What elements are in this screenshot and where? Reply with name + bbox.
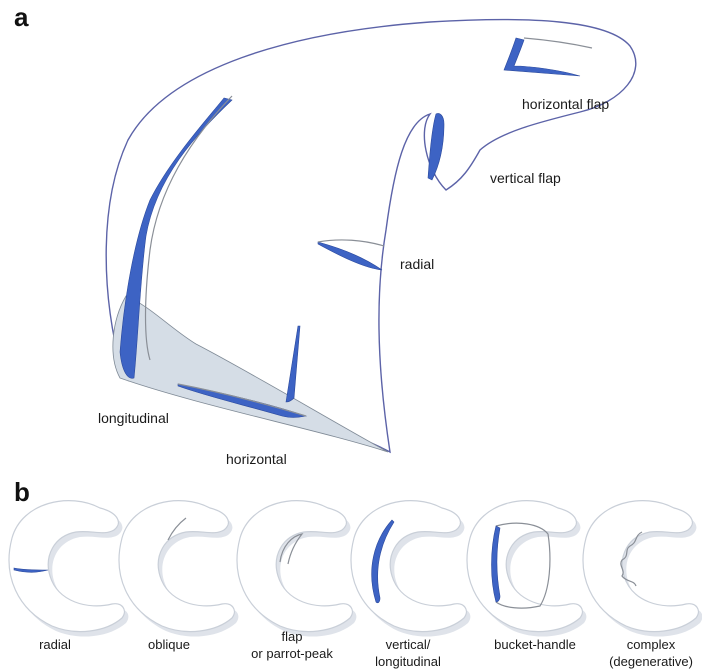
label-b-complex: complex (627, 637, 676, 652)
crescent-radial (9, 501, 128, 637)
label-vertical-flap: vertical flap (490, 170, 561, 186)
label-horizontal-flap: horizontal flap (522, 96, 609, 112)
label-b-radial: radial (39, 637, 71, 652)
label-horizontal: horizontal (226, 451, 287, 467)
label-b-bucket-handle: bucket-handle (494, 637, 576, 652)
label-b-oblique: oblique (148, 637, 190, 652)
label-b-flap-line2: or parrot-peak (251, 646, 333, 661)
crescent-flap (237, 501, 356, 637)
label-b-flap: flap (282, 629, 303, 644)
meniscus-diagram (106, 20, 636, 452)
crescent-oblique (119, 501, 238, 637)
label-longitudinal: longitudinal (98, 410, 169, 426)
label-b-vertical-line2: longitudinal (375, 654, 441, 669)
label-radial: radial (400, 256, 434, 272)
label-b-vertical: vertical/ (386, 637, 431, 652)
panel-b-letter: b (14, 477, 30, 507)
crescent-bucket-handle (467, 501, 586, 637)
label-b-complex-line2: (degenerative) (609, 654, 693, 669)
panel-a-letter: a (14, 2, 29, 32)
crescent-complex (583, 501, 702, 637)
crescent-vertical (351, 501, 470, 637)
